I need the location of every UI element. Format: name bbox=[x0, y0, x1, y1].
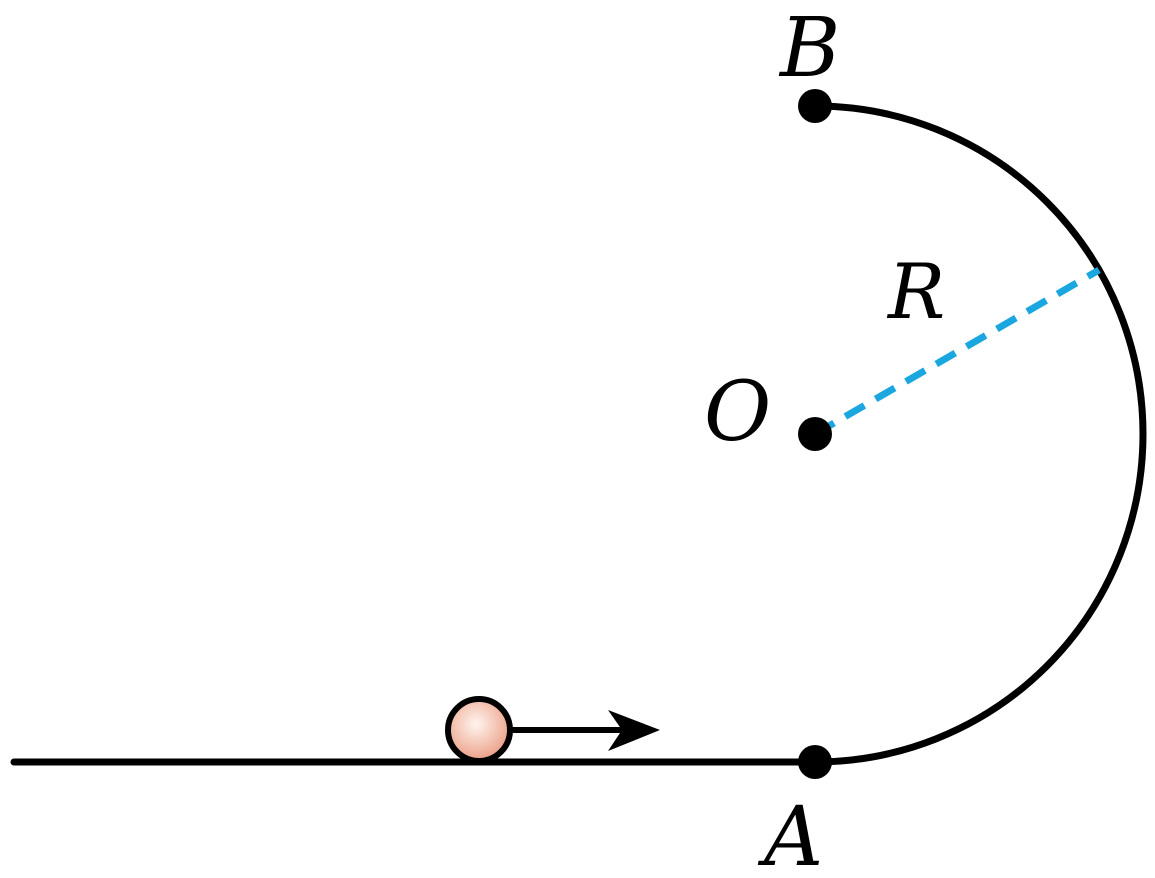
label-r: R bbox=[886, 247, 945, 336]
label-b: B bbox=[778, 1, 840, 96]
label-a: A bbox=[757, 790, 823, 878]
center-o-dot bbox=[798, 417, 832, 451]
point-a-dot bbox=[798, 745, 832, 779]
arrowhead-icon bbox=[608, 710, 660, 751]
point-b-dot bbox=[798, 89, 832, 123]
radius-line bbox=[813, 266, 1101, 438]
ball bbox=[445, 696, 513, 764]
semicircular-track bbox=[811, 102, 1147, 766]
velocity-arrow bbox=[510, 710, 660, 751]
label-o: O bbox=[704, 365, 771, 460]
